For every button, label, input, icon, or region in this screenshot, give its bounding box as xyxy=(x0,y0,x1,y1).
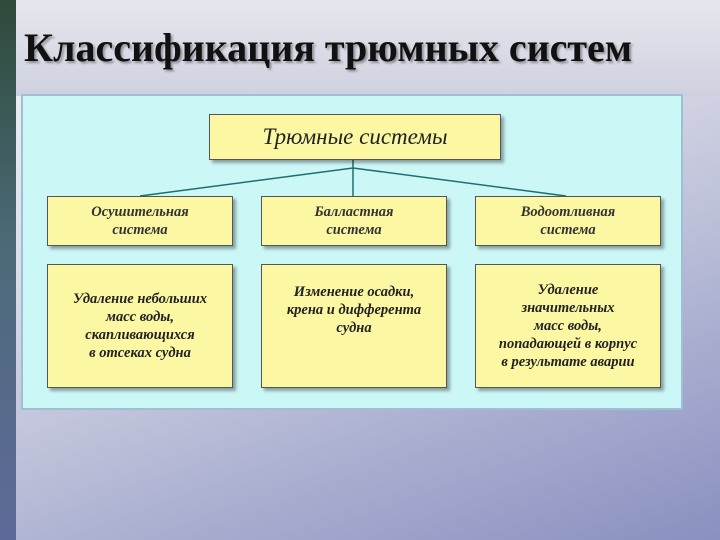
root-node-bilge-systems: Трюмные системы xyxy=(209,114,501,160)
description-text: Удаление небольших масс воды, скапливающ… xyxy=(72,291,208,361)
connector-to-bilge-pumping xyxy=(352,167,567,197)
description-ballast-system: Изменение осадки, крена и дифферента суд… xyxy=(261,264,447,388)
tree-connectors xyxy=(139,160,567,197)
type-node-ballast-system: Балластная система xyxy=(261,196,447,246)
description-bilge-pumping-system: Удаление значительных масс воды, попадаю… xyxy=(475,264,661,388)
root-node-label: Трюмные системы xyxy=(262,124,448,149)
description-drainage-system: Удаление небольших масс воды, скапливающ… xyxy=(47,264,233,388)
type-node-label: Водоотливная система xyxy=(520,204,616,238)
type-node-drainage-system: Осушительная система xyxy=(47,196,233,246)
connector-to-drainage xyxy=(139,167,354,197)
diagram-panel: Трюмные системы Осушительная система Бал… xyxy=(21,94,683,410)
type-node-bilge-pumping-system: Водоотливная система xyxy=(475,196,661,246)
description-text: Удаление значительных масс воды, попадаю… xyxy=(498,282,638,370)
type-node-label: Осушительная система xyxy=(91,204,189,238)
type-node-label: Балластная система xyxy=(314,204,394,238)
left-accent-stripe xyxy=(0,0,16,540)
page-title: Классификация трюмных систем xyxy=(24,25,633,70)
description-text: Изменение осадки, крена и дифферента суд… xyxy=(286,284,422,336)
title-bar xyxy=(0,0,720,96)
